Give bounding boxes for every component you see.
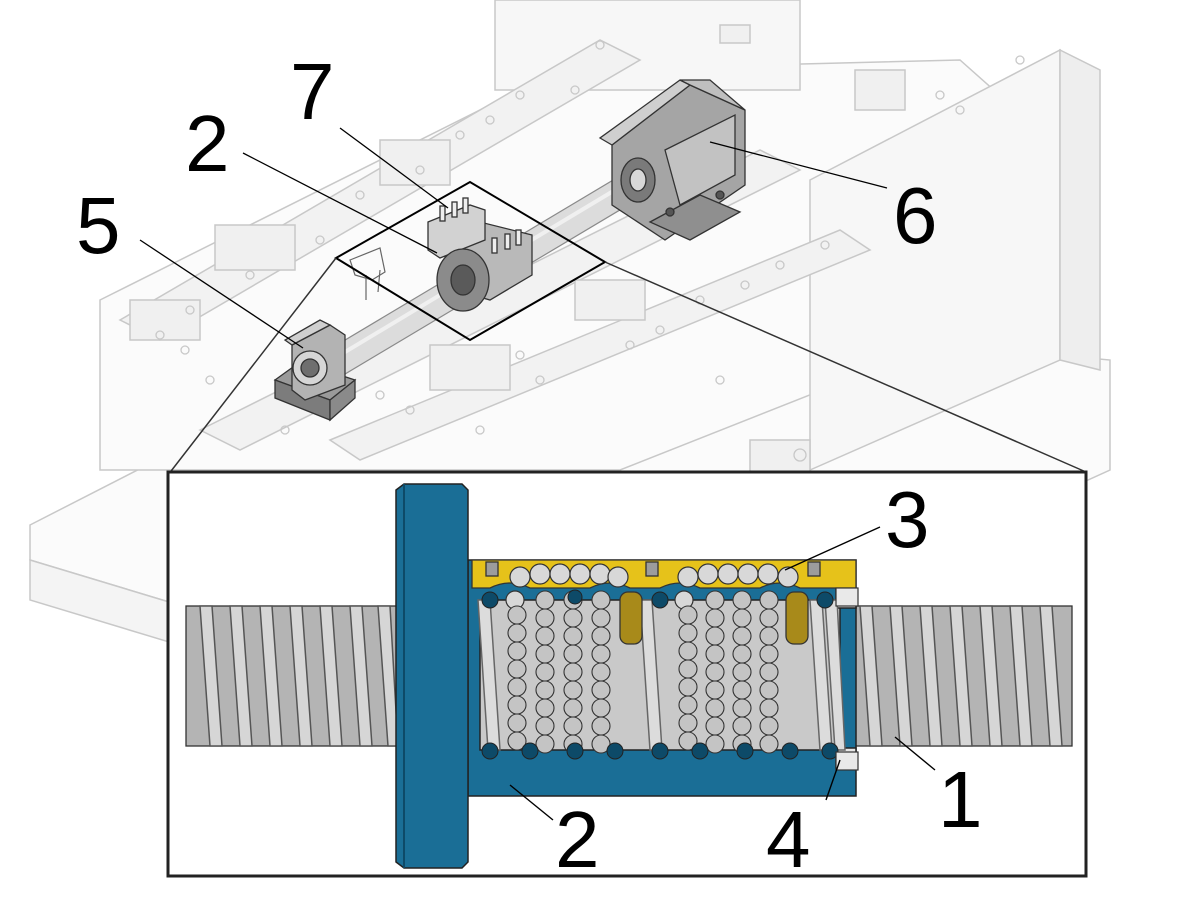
return-balls xyxy=(505,563,799,610)
ball-circuit-2 xyxy=(678,590,779,754)
thread-ridges-right xyxy=(859,605,1063,747)
support-bearing-block xyxy=(273,319,357,422)
return-tubes xyxy=(619,591,809,645)
top-leader-lines xyxy=(139,127,888,349)
callout-6: 6 xyxy=(893,171,938,260)
recirculation-insert xyxy=(471,559,857,589)
ball-nut-3d xyxy=(427,197,533,312)
callout-2-top: 2 xyxy=(185,99,230,188)
thread-ridges-left xyxy=(199,605,399,747)
ball-circuit-1 xyxy=(507,590,611,754)
callout-4: 4 xyxy=(766,795,811,884)
callout-1: 1 xyxy=(938,755,983,844)
cutaway-inset xyxy=(166,470,1088,878)
callout-5: 5 xyxy=(76,181,121,270)
zoom-projection-lines xyxy=(167,257,1087,476)
callout-7: 7 xyxy=(290,47,335,136)
nut-flange xyxy=(395,483,469,869)
wiper-seal xyxy=(835,587,859,771)
nut-bracket-7 xyxy=(349,247,386,300)
callout-3: 3 xyxy=(885,475,930,564)
nut-edge-balls xyxy=(481,589,839,760)
callout-2-bottom: 2 xyxy=(555,795,600,884)
mounting-holes xyxy=(155,40,1025,462)
inset-leader-lines xyxy=(509,526,936,821)
motor-mount-housing xyxy=(598,79,746,241)
